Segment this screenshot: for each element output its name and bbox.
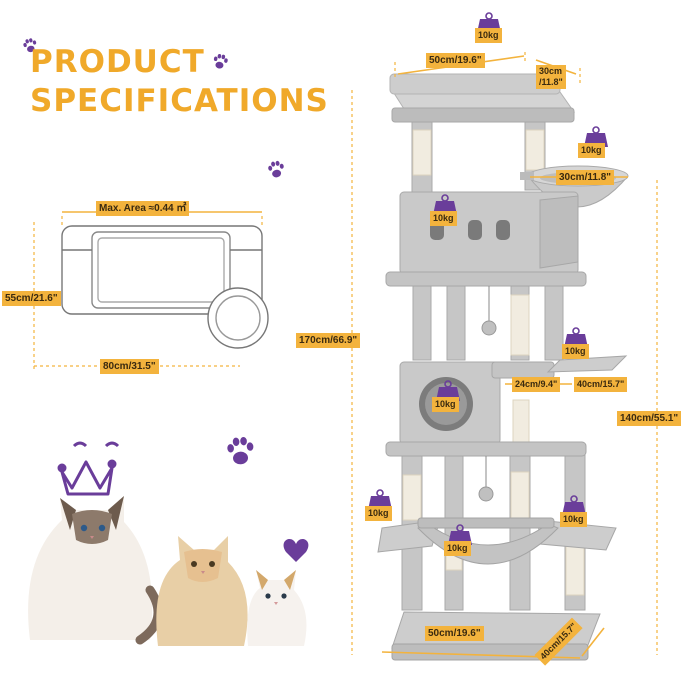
cat-orange	[156, 536, 248, 646]
paw-icon	[226, 436, 255, 466]
top-depth-label-line1: 30cm	[539, 66, 563, 76]
crown-icon	[57, 441, 120, 496]
basket-diameter-label: 30cm/11.8"	[556, 170, 615, 185]
weight-label-upper-condo: 10kg	[430, 211, 457, 226]
paw-icon	[267, 159, 286, 179]
top-width-label: 50cm/19.6"	[426, 53, 485, 68]
weight-label-hammock: 10kg	[444, 541, 471, 556]
weight-label-top: 10kg	[475, 28, 502, 43]
bottom-width-label: 50cm/19.6"	[425, 626, 484, 641]
lower-height-label: 140cm/55.1"	[617, 411, 682, 426]
top-depth-label: 30cm/11.8"	[536, 65, 566, 89]
footprint-diagram	[61, 225, 269, 349]
max-area-label: Max. Area ≈0.44 ㎡	[96, 201, 190, 216]
perch-width-label: 24cm/9.4"	[512, 377, 561, 392]
weight-label-right-platform: 10kg	[560, 512, 587, 527]
title-line-2: SPECIFICATIONS	[30, 83, 329, 119]
cat-ragdoll	[28, 496, 163, 645]
weight-label-left-platform: 10kg	[365, 506, 392, 521]
weight-label-perch: 10kg	[562, 344, 589, 359]
title-line-1: PRODUCT	[30, 44, 205, 80]
weight-label-middle-condo: 10kg	[432, 397, 459, 412]
paw-icon	[212, 53, 229, 70]
base-width-label: 80cm/31.5"	[100, 359, 159, 374]
weight-label-basket: 10kg	[578, 143, 605, 158]
base-height-label: 55cm/21.6"	[2, 291, 61, 306]
cat-kitten	[247, 570, 307, 646]
heart-icon	[283, 538, 309, 562]
top-depth-label-line2: /11.8"	[539, 77, 563, 87]
cat-tree	[377, 73, 629, 661]
perch-depth-label: 40cm/15.7"	[574, 377, 628, 392]
total-height-label: 170cm/66.9"	[296, 333, 361, 348]
